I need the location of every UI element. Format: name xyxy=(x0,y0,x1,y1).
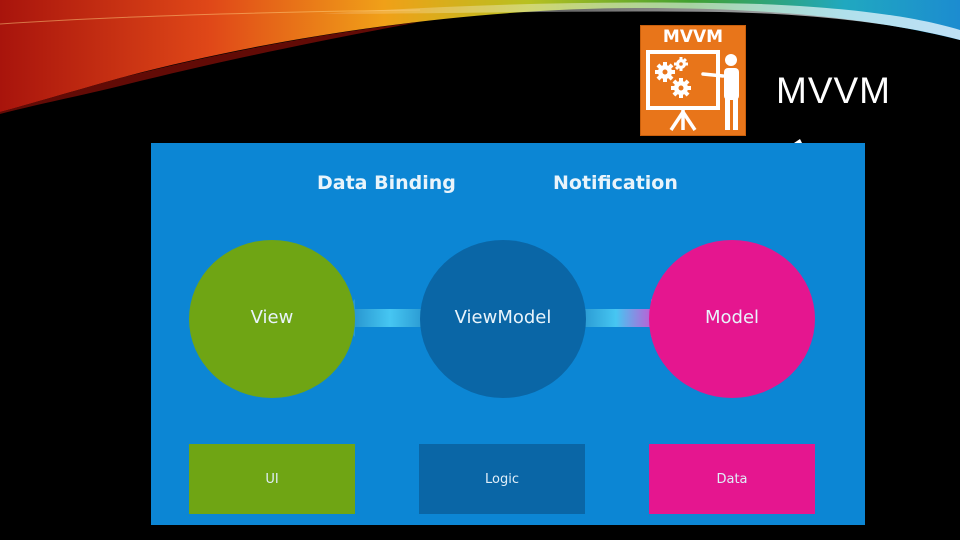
viewmodel-label: ViewModel xyxy=(454,307,552,328)
presenter-with-gears-icon xyxy=(646,50,739,131)
mvvm-logo: MVVM xyxy=(640,25,746,136)
ui-label: UI xyxy=(265,472,279,487)
view-node: View xyxy=(189,240,355,398)
decorative-swoosh xyxy=(0,0,960,114)
model-node: Model xyxy=(649,240,815,398)
model-label: Model xyxy=(704,307,760,328)
logo-text: MVVM xyxy=(662,27,724,47)
notification-arrow xyxy=(563,299,669,337)
mvvm-diagram: Data Binding Notification View ViewModel xyxy=(151,143,865,525)
notification-label: Notification xyxy=(553,172,678,194)
slide-title: MVVM xyxy=(776,70,891,111)
data-box: Data xyxy=(649,444,815,514)
data-label: Data xyxy=(716,472,748,487)
logic-box: Logic xyxy=(419,444,585,514)
binding-arrow xyxy=(337,299,443,337)
ui-box: UI xyxy=(189,444,355,514)
data-binding-label: Data Binding xyxy=(317,172,456,194)
view-label: View xyxy=(250,307,294,328)
logic-label: Logic xyxy=(485,472,519,487)
viewmodel-node: ViewModel xyxy=(420,240,586,398)
